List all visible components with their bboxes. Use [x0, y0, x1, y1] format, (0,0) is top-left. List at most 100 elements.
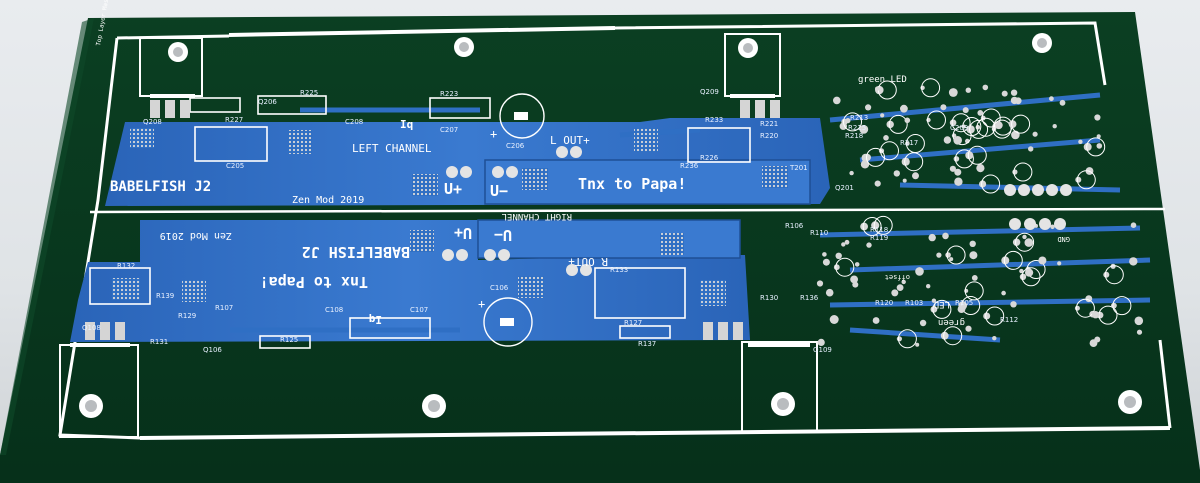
- component-outline: [992, 119, 1012, 139]
- svg-text:T201: T201: [789, 164, 808, 172]
- silk-center-divider: [89, 207, 1166, 214]
- svg-text:C108: C108: [325, 306, 343, 314]
- solder-pad: [1050, 224, 1055, 230]
- component-outline: [1075, 298, 1095, 318]
- solder-pad: [866, 242, 872, 248]
- solder-pad: [896, 284, 904, 291]
- svg-text:C209: C209: [950, 124, 968, 132]
- solder-pad: [1025, 268, 1034, 277]
- component-outline: [873, 215, 893, 235]
- solder-pad: [926, 284, 931, 289]
- solder-pad: [965, 87, 971, 93]
- top-led-label: green LED: [858, 75, 907, 85]
- solder-pad: [1083, 142, 1092, 151]
- svg-text:+: +: [490, 127, 497, 141]
- solder-pad: [822, 252, 827, 257]
- component-outline: [866, 147, 885, 167]
- solder-pad: [919, 319, 927, 327]
- solder-pad: [971, 275, 978, 281]
- svg-text:C106: C106: [490, 284, 509, 292]
- svg-text:C205: C205: [226, 162, 244, 170]
- svg-text:Q206: Q206: [258, 98, 277, 106]
- svg-text:Q208: Q208: [143, 118, 162, 126]
- solder-pad: [841, 118, 848, 126]
- solder-pad: [850, 275, 858, 284]
- solder-pad: [1019, 273, 1027, 280]
- top-v-minus: U−: [490, 182, 508, 200]
- solder-pad: [1096, 143, 1103, 149]
- component-outline: [1013, 162, 1033, 182]
- solder-pad: [886, 120, 894, 129]
- bottom-copper-pour: [70, 220, 750, 342]
- bottom-title: BABELFISH J2: [302, 243, 410, 261]
- component-pads: [816, 78, 1144, 349]
- solder-pad: [901, 157, 910, 166]
- component-outline: [964, 281, 984, 301]
- solder-pad: [860, 160, 870, 169]
- component-outline: [835, 257, 855, 277]
- component-outline: [976, 117, 996, 137]
- component-outline: [932, 299, 952, 319]
- svg-text:R236: R236: [680, 162, 699, 170]
- solder-pad: [880, 113, 885, 118]
- top-thanks: Tnx to Papa!: [578, 175, 686, 193]
- solder-pad: [871, 221, 880, 230]
- bottom-led-color: green: [938, 317, 965, 327]
- solder-pad: [883, 135, 889, 141]
- component-outline: [954, 149, 974, 169]
- solder-pad: [1001, 90, 1008, 97]
- svg-text:R136: R136: [800, 294, 819, 302]
- svg-text:R233: R233: [705, 116, 723, 124]
- solder-pad: [969, 240, 976, 247]
- solder-pad: [1130, 222, 1137, 228]
- connector-pads: [442, 146, 1072, 276]
- bottom-v-minus: U−: [494, 226, 512, 244]
- capacitor-outlines: [483, 93, 545, 347]
- solder-pad: [915, 342, 920, 347]
- solder-pad: [1057, 261, 1062, 266]
- svg-text:R119: R119: [870, 234, 888, 242]
- svg-text:R223: R223: [440, 90, 458, 98]
- svg-text:R220: R220: [760, 132, 778, 140]
- solder-pad: [992, 336, 997, 341]
- solder-pad: [1110, 263, 1116, 269]
- solder-pad: [915, 267, 924, 276]
- solder-pad: [948, 88, 958, 97]
- solder-pad: [901, 279, 906, 285]
- svg-text:C206: C206: [506, 142, 525, 150]
- solder-pad: [912, 172, 919, 180]
- svg-text:R221: R221: [760, 120, 778, 128]
- solder-pad: [833, 96, 841, 105]
- top-bias-label: Iq: [400, 118, 413, 131]
- solder-pad: [928, 233, 936, 242]
- svg-text:R110: R110: [810, 229, 828, 237]
- svg-text:R129: R129: [178, 312, 196, 320]
- svg-text:R107: R107: [215, 304, 233, 312]
- solder-pad: [1038, 256, 1047, 265]
- svg-text:R226: R226: [700, 154, 719, 162]
- svg-text:C208: C208: [345, 118, 363, 126]
- solder-pad: [969, 251, 978, 260]
- bottom-credit: Zen Mod 2019: [160, 230, 232, 241]
- solder-pad: [864, 153, 871, 161]
- svg-text:R139: R139: [156, 292, 174, 300]
- solder-pad: [942, 232, 949, 240]
- top-output-label: L OUT+: [550, 134, 590, 147]
- bottom-bias-label: Iq: [369, 313, 382, 326]
- svg-text:R213: R213: [850, 114, 868, 122]
- solder-pad: [1103, 271, 1110, 278]
- solder-pad: [936, 252, 942, 258]
- top-credit: Zen Mod 2019: [292, 195, 364, 206]
- solder-pad: [844, 239, 850, 245]
- component-outline: [888, 114, 908, 134]
- solder-pad: [1032, 131, 1038, 137]
- component-outline: [943, 326, 963, 346]
- solder-pad: [975, 124, 981, 130]
- solder-pad: [891, 289, 899, 297]
- svg-text:Q201: Q201: [835, 184, 854, 192]
- component-outline: [1015, 232, 1035, 252]
- solder-pad: [949, 165, 957, 172]
- svg-text:Q109: Q109: [813, 346, 832, 354]
- solder-pad: [860, 222, 868, 231]
- svg-text:R131: R131: [150, 338, 168, 346]
